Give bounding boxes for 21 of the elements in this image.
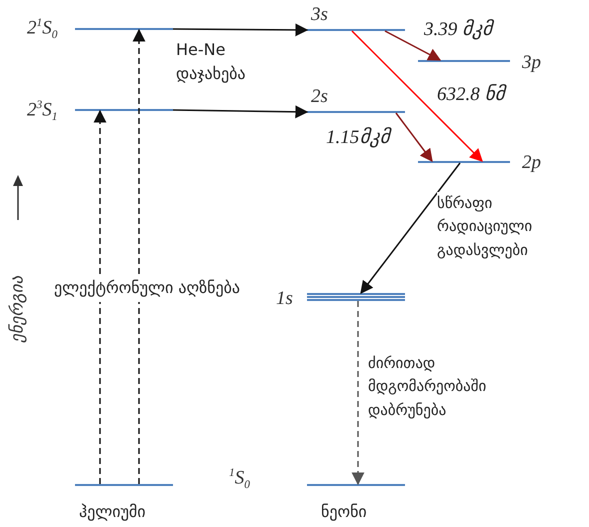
level-label: 3p — [522, 53, 541, 72]
arrow — [172, 105, 308, 118]
arrow — [351, 30, 483, 162]
level-label: 2$^{3}$S$_{1}$ — [27, 100, 58, 124]
arrow — [173, 23, 308, 36]
arrow — [395, 112, 433, 162]
level-label: 3s — [311, 5, 328, 24]
level-label: 2p — [522, 153, 541, 172]
arrow — [384, 30, 442, 61]
arrow — [132, 28, 146, 484]
level-label: 1s — [276, 289, 293, 308]
annotation-text: He-Ne დაჯახება — [176, 39, 246, 85]
level-label: 2s — [311, 87, 328, 106]
axis-label: ენერგია — [6, 274, 28, 343]
arrow — [360, 162, 461, 294]
element-name: ნეონი — [321, 501, 367, 523]
level-label: $^{1}$S$_{0}$ — [229, 468, 250, 492]
arrow — [94, 110, 106, 484]
arrow — [352, 301, 364, 486]
element-name: ჰელიუმი — [79, 501, 146, 523]
level-label: 2$^{1}$S$_{0}$ — [27, 18, 58, 42]
